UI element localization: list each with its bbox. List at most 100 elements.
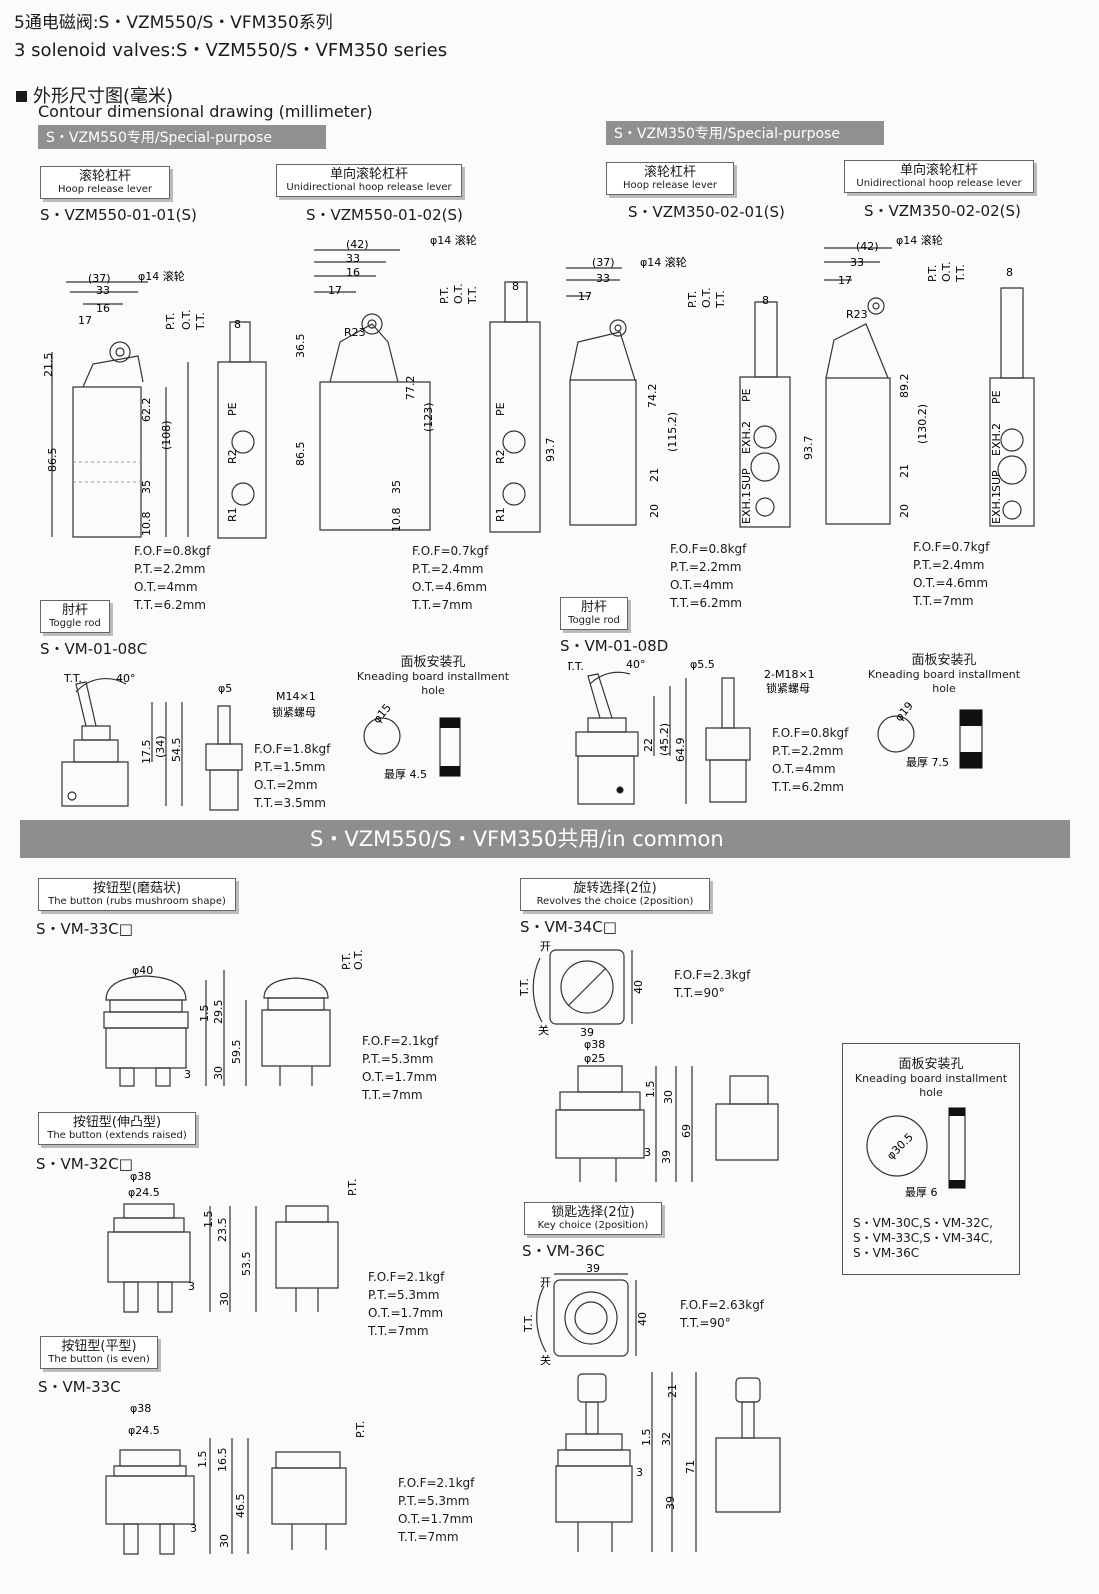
dim-20c: 20	[648, 504, 661, 518]
model-m3: S・VZM350-02-01(S)	[628, 203, 785, 221]
port-sup-d: SUP	[990, 470, 1003, 492]
dim-pt-c: P.T.	[686, 291, 699, 308]
model-toggle-c: S・VM-01-08C	[40, 640, 148, 658]
dim-1-5-a: 1.5	[198, 1005, 211, 1023]
dim-nut-d: 锁紧螺母	[766, 681, 810, 695]
drawing-vzm350-02-02: (42) 33 17 φ14 滚轮 R23 8 P.T. O.T. T.T. 9…	[802, 233, 1040, 532]
page-title-en: 3 solenoid valves:S・VZM550/S・VFM350 seri…	[14, 40, 448, 61]
dim-1-5-c: 1.5	[196, 1451, 209, 1469]
dim-pt-d: P.T.	[926, 265, 939, 282]
tag-flat: 按钮型(平型)The button (is even)	[40, 1336, 158, 1369]
port-exh1-d: EXH.1	[990, 491, 1003, 524]
dim-3-c: 3	[190, 1522, 197, 1535]
band-vzm550: S・VZM550专用/Special-purpose	[38, 125, 326, 149]
dim-ot: O.T.	[180, 309, 193, 330]
drawing-panel-hole-1: φ15 最厚 4.5	[358, 701, 498, 780]
dim-pt-btn2: P.T.	[346, 1179, 359, 1196]
dim-39-c: 39	[586, 1262, 600, 1275]
dim-ot-b: O.T.	[452, 283, 465, 304]
dim-77-2: 77.2	[404, 376, 417, 401]
dim-roller-b: φ14 滚轮	[430, 233, 477, 247]
dim-phi5-5: φ5.5	[690, 658, 715, 671]
dim-21-5: 21.5	[42, 353, 55, 378]
dim-108: (108)	[160, 420, 173, 450]
tag-key: 锁匙选择(2位)Key choice (2position)	[524, 1202, 662, 1235]
dim-62-2: 62.2	[140, 398, 153, 423]
dim-39-d: 39	[664, 1496, 677, 1510]
dim-phi30-5: φ30.5	[884, 1131, 916, 1163]
port-pe-d: PE	[990, 390, 1003, 404]
tag-rotary: 旋转选择(2位)Revolves the choice (2position)	[520, 878, 710, 911]
dim-130-2: (130.2)	[916, 404, 929, 444]
dim-30-d: 30	[662, 1090, 675, 1104]
model-toggle-d: S・VM-01-08D	[560, 637, 669, 655]
dim-1-5-b: 1.5	[202, 1211, 215, 1229]
dim-tt-d: T.T.	[954, 264, 967, 283]
label-open-key: 开	[540, 1276, 551, 1289]
dim-30-a: 30	[212, 1066, 225, 1080]
band-common: S・VZM550/S・VFM350共用/in common	[20, 820, 1070, 858]
dim-phi38-b: φ38	[130, 1402, 151, 1415]
dim-8d: 8	[1006, 266, 1013, 279]
dim-roller: φ14 滚轮	[138, 269, 185, 283]
dim-53-5: 53.5	[240, 1252, 253, 1277]
dim-16: 16	[96, 302, 110, 315]
dim-86-5: 86.5	[46, 448, 59, 473]
dim-46-5: 46.5	[234, 1494, 247, 1519]
dim-roller-c: φ14 滚轮	[640, 255, 687, 269]
band-vfm350: S・VZM350专用/Special-purpose	[606, 121, 884, 145]
label-open-rot: 开	[540, 940, 551, 953]
dim-64-9: 64.9	[674, 738, 687, 763]
dim-33d: 33	[850, 256, 864, 269]
dim-tt-key: T.T.	[522, 1314, 535, 1333]
model-vm32c-box: S・VM-32C□	[36, 1155, 133, 1173]
dim-thick-6: 最厚 6	[905, 1186, 938, 1199]
dim-8c: 8	[762, 294, 769, 307]
dim-17: 17	[78, 314, 92, 327]
dim-21d: 21	[898, 464, 911, 478]
dim-m18: 2-M18×1	[764, 668, 815, 681]
dim-pt: P.T.	[164, 313, 177, 330]
dim-phi24-5-a: φ24.5	[128, 1186, 160, 1199]
section-heading: 外形尺寸图(毫米)	[16, 82, 173, 108]
dim-ot-btn1: O.T.	[352, 949, 365, 970]
dim-86-5b: 86.5	[294, 442, 307, 467]
dim-8b: 8	[512, 280, 519, 293]
dim-30-b: 30	[218, 1292, 231, 1306]
model-vm33c: S・VM-33C	[38, 1378, 121, 1396]
page-title-cn: 5通电磁阀:S・VZM550/S・VFM350系列	[14, 13, 333, 33]
port-exh2-d: EXH.2	[990, 423, 1003, 456]
dim-32: 32	[660, 1432, 673, 1446]
model-m4: S・VZM350-02-02(S)	[864, 202, 1021, 220]
drawing-vm33c-box: φ40 1.5 29.5 59.5 30 3 P.T. O.T.	[96, 949, 365, 1090]
drawing-vm33c: φ38 φ24.5 1.5 16.5 46.5 30 3 P.T.	[100, 1402, 367, 1558]
dim-phi5: φ5	[218, 682, 232, 695]
dim-roller-d: φ14 滚轮	[896, 233, 943, 247]
square-bullet-icon	[16, 91, 27, 102]
dim-23-5: 23.5	[216, 1218, 229, 1243]
port-r1-b: R1	[494, 507, 507, 522]
port-r2: R2	[226, 449, 239, 464]
dim-r23: R23	[344, 326, 366, 339]
dim-pt-b: P.T.	[438, 287, 451, 304]
model-m2: S・VZM550-01-02(S)	[306, 206, 463, 224]
dim-40deg: 40°	[116, 672, 136, 685]
dim-40-b: 40	[636, 1312, 649, 1326]
model-vm36c: S・VM-36C	[522, 1242, 605, 1260]
dim-40-a: 40	[632, 980, 645, 994]
dim-29-5: 29.5	[212, 1000, 225, 1025]
dim-pt-btn3: P.T.	[354, 1421, 367, 1438]
applies-to-list: S・VM-30C,S・VM-32C,S・VM-33C,S・VM-34C,S・VM…	[853, 1216, 993, 1260]
dim-thick-7-5: 最厚 7.5	[906, 756, 949, 769]
